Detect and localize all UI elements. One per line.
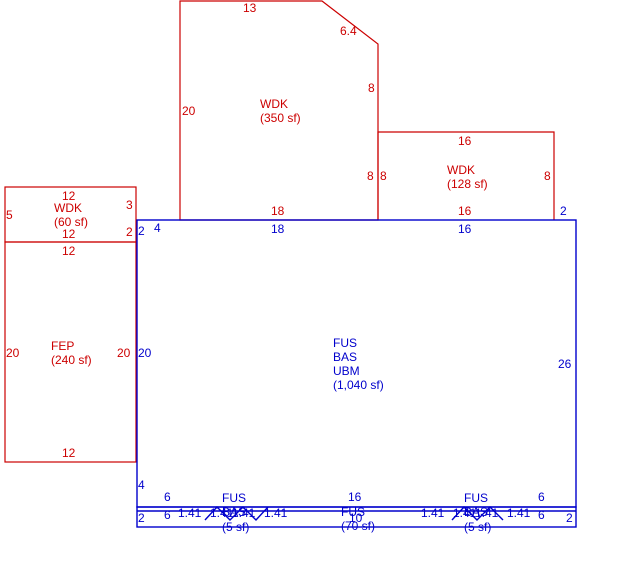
wdk-top-area: (350 sf) [260,111,301,125]
main-dim-top-right: 16 [458,222,472,236]
wdk-right-dim-bottom: 16 [458,204,472,218]
bottom-strip-outline [136,506,577,528]
wdk-left-code: WDK [54,201,82,215]
fus-left-code2: BAS [222,505,246,519]
wdk-right-code: WDK [447,163,475,177]
strip-dim-left-in: 6 [164,508,171,522]
wdk-right-dim-left2: 8 [380,169,387,183]
main-area: (1,040 sf) [333,378,384,392]
wdk-top-dim-diag: 6.4 [340,24,357,38]
fep-dim-top: 12 [62,244,76,258]
strip-diag-7: 1.41 [475,506,499,520]
fep-dim-right: 20 [117,346,131,360]
fep-area: (240 sf) [51,353,92,367]
wdk-top-code: WDK [260,97,288,111]
main-dim-left-top: 2 [138,224,145,238]
fep-dim-left: 20 [6,346,20,360]
strip-diag-4: 1.41 [264,506,288,520]
wdk-top-dim-bottom: 18 [271,204,285,218]
fus-mid-code: FUS [341,505,365,519]
main-line2: BAS [333,350,357,364]
strip-diag-3: 1.41 [232,506,256,520]
main-dim-left: 20 [138,346,152,360]
wdk-left-dim-right: 3 [126,198,133,212]
fep-code: FEP [51,339,74,353]
main-dim-right-top: 2 [560,204,567,218]
wdk-top-dim-left: 20 [182,104,196,118]
strip-dim-right-end: 2 [566,511,573,525]
wdk-top-dim-top: 13 [243,1,257,15]
strip-diag-2: 1.41 [210,506,234,520]
fep-dim-bottom: 12 [62,446,76,460]
strip-diag-1: 1.41 [178,506,202,520]
main-line3: UBM [333,364,360,378]
strip-dim-mid: 10 [349,511,363,525]
wdk-right-dim-top: 16 [458,134,472,148]
strip-diag-8: 1.41 [507,506,531,520]
main-dim-bottom-left: 6 [164,490,171,504]
wdk-left-dim-bottom: 12 [62,227,76,241]
main-dim-bottom-mid: 16 [348,490,362,504]
strip-dim-left-end: 2 [138,511,145,525]
main-dim-right: 26 [558,357,572,371]
main-dim-bottom-right: 6 [538,490,545,504]
wdk-right-area: (128 sf) [447,177,488,191]
wdk-left-dim-step: 2 [126,225,133,239]
main-dim-left-bottom: 4 [138,478,145,492]
wdk-left-area: (60 sf) [54,215,88,229]
main-dim-left-top-inner: 4 [154,221,161,235]
main-line1: FUS [333,336,357,350]
bay-right-zigzag [451,505,504,521]
wdk-left-dim-left: 5 [6,208,13,222]
fus-left-area: (5 sf) [222,520,249,534]
wdk-right-outline [377,131,555,220]
main-dim-top-mid: 18 [271,222,285,236]
strip-dim-right-in: 6 [538,508,545,522]
fus-right-code1: FUS [464,491,488,505]
wdk-right-dim-right: 8 [544,169,551,183]
wdk-top-dim-right: 8 [368,81,375,95]
strip-diag-5: 1.41 [421,506,445,520]
fus-left-code1: FUS [222,491,246,505]
fus-right-code2: BAS [464,505,488,519]
wdk-right-dim-left: 8 [367,169,374,183]
wdk-left-dim-top: 12 [62,189,76,203]
fus-right-area: (5 sf) [464,520,491,534]
strip-diag-6: 1.41 [453,506,477,520]
fus-mid-area: (70 sf) [341,519,375,533]
fep-outline [4,241,137,463]
bay-left-zigzag [204,505,269,522]
